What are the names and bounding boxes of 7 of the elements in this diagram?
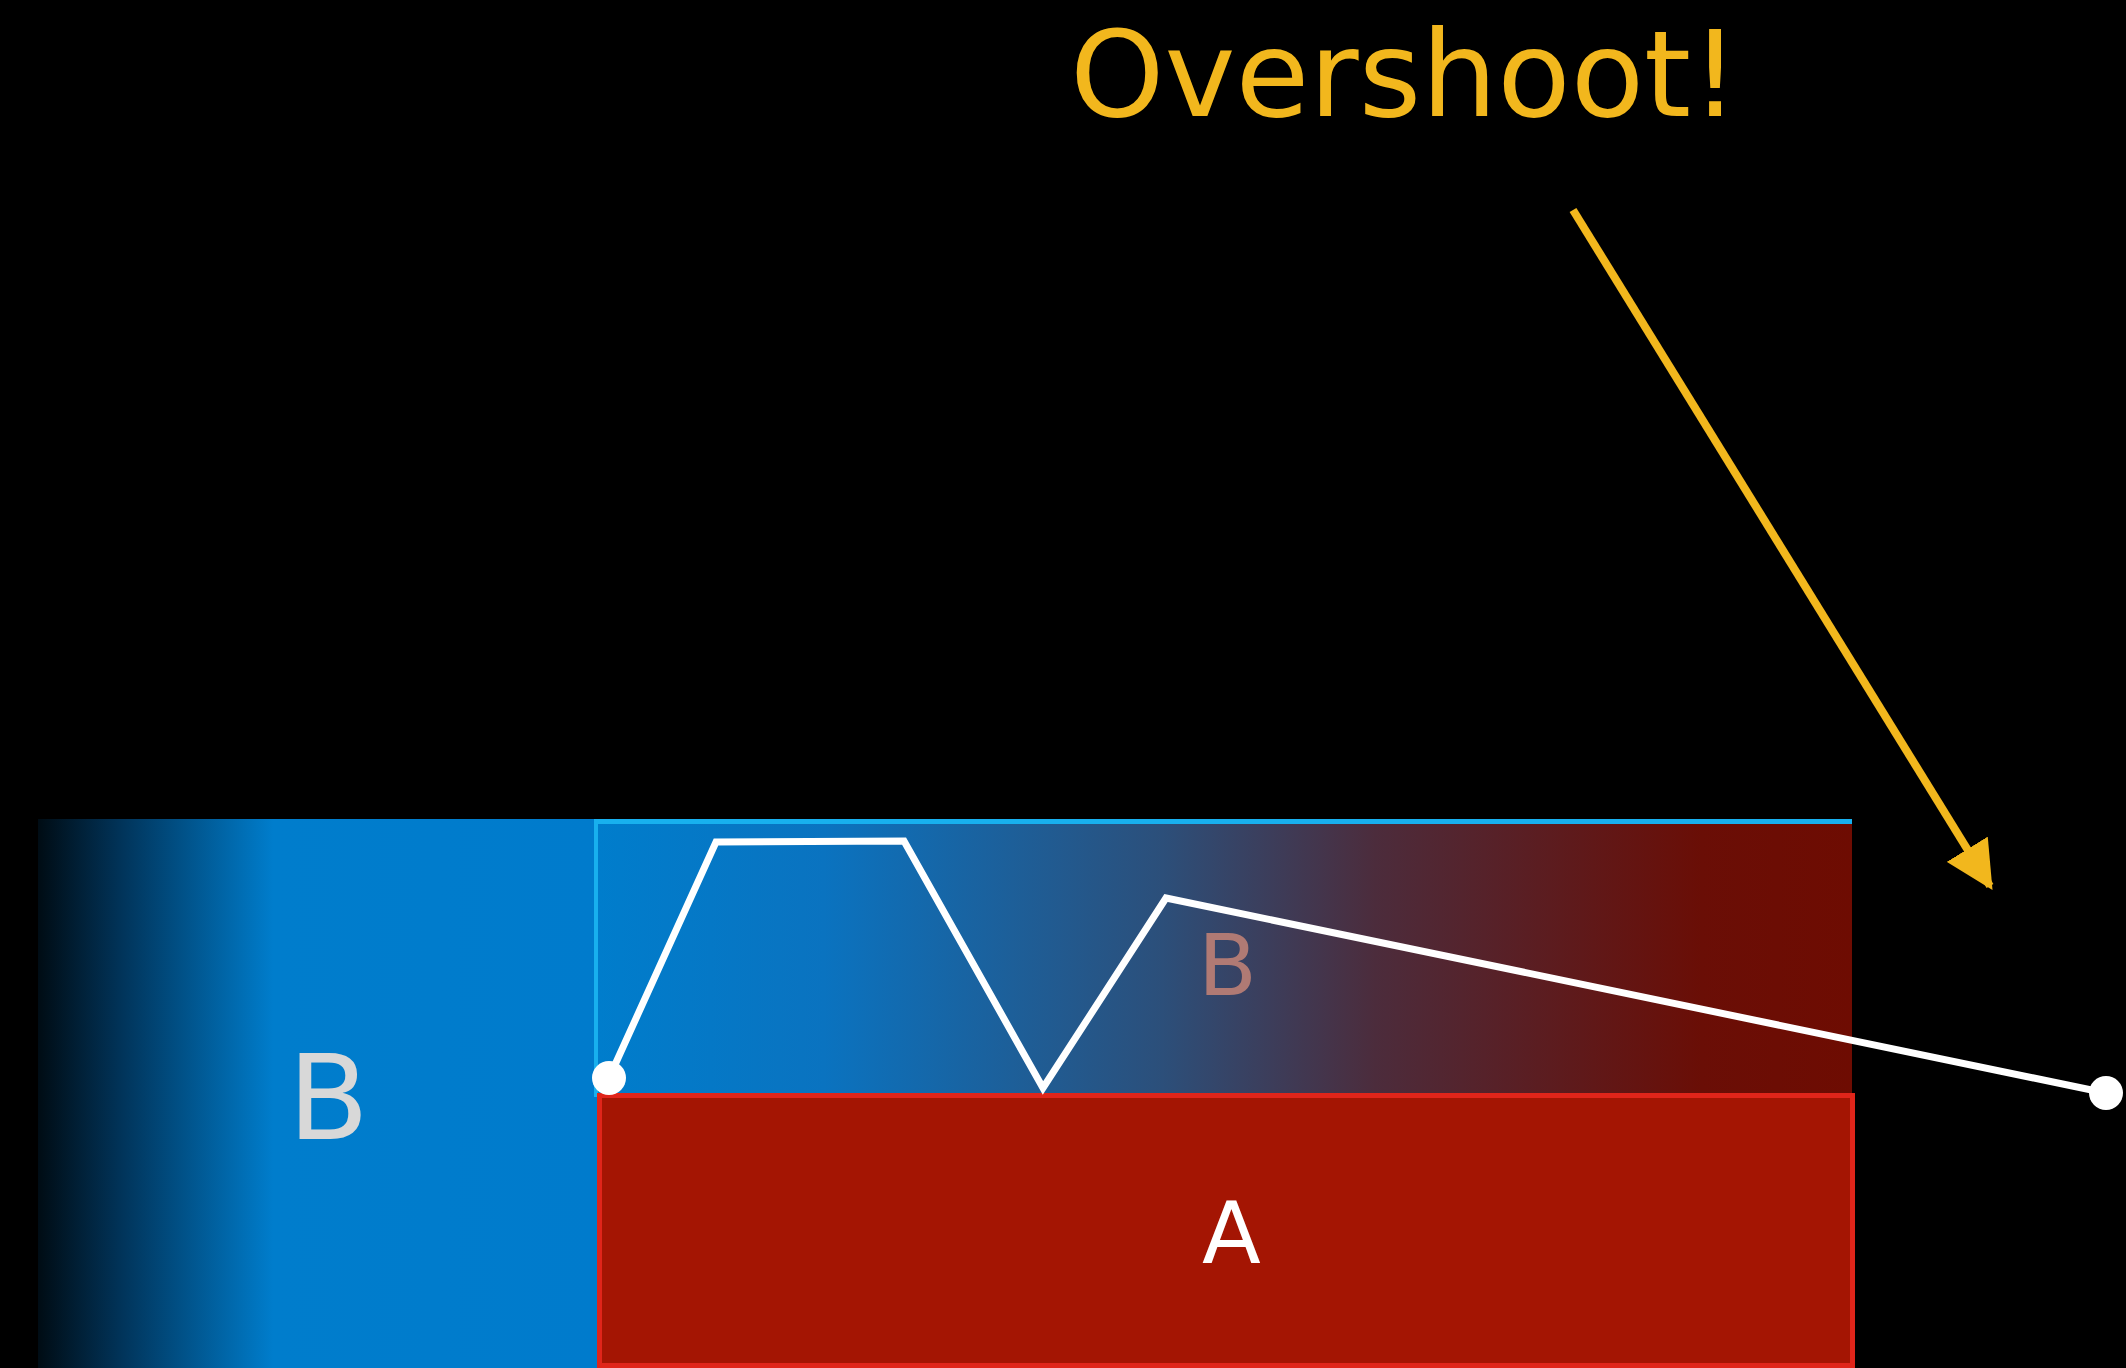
callout-text: Overshoot! <box>1070 15 1740 135</box>
box-label: B <box>288 1039 369 1157</box>
box-label: A <box>1202 1190 1261 1276</box>
view-box <box>597 1093 1855 1368</box>
view-box <box>38 819 598 1368</box>
view-box <box>594 819 1852 1097</box>
box-label: B <box>1198 922 1257 1008</box>
